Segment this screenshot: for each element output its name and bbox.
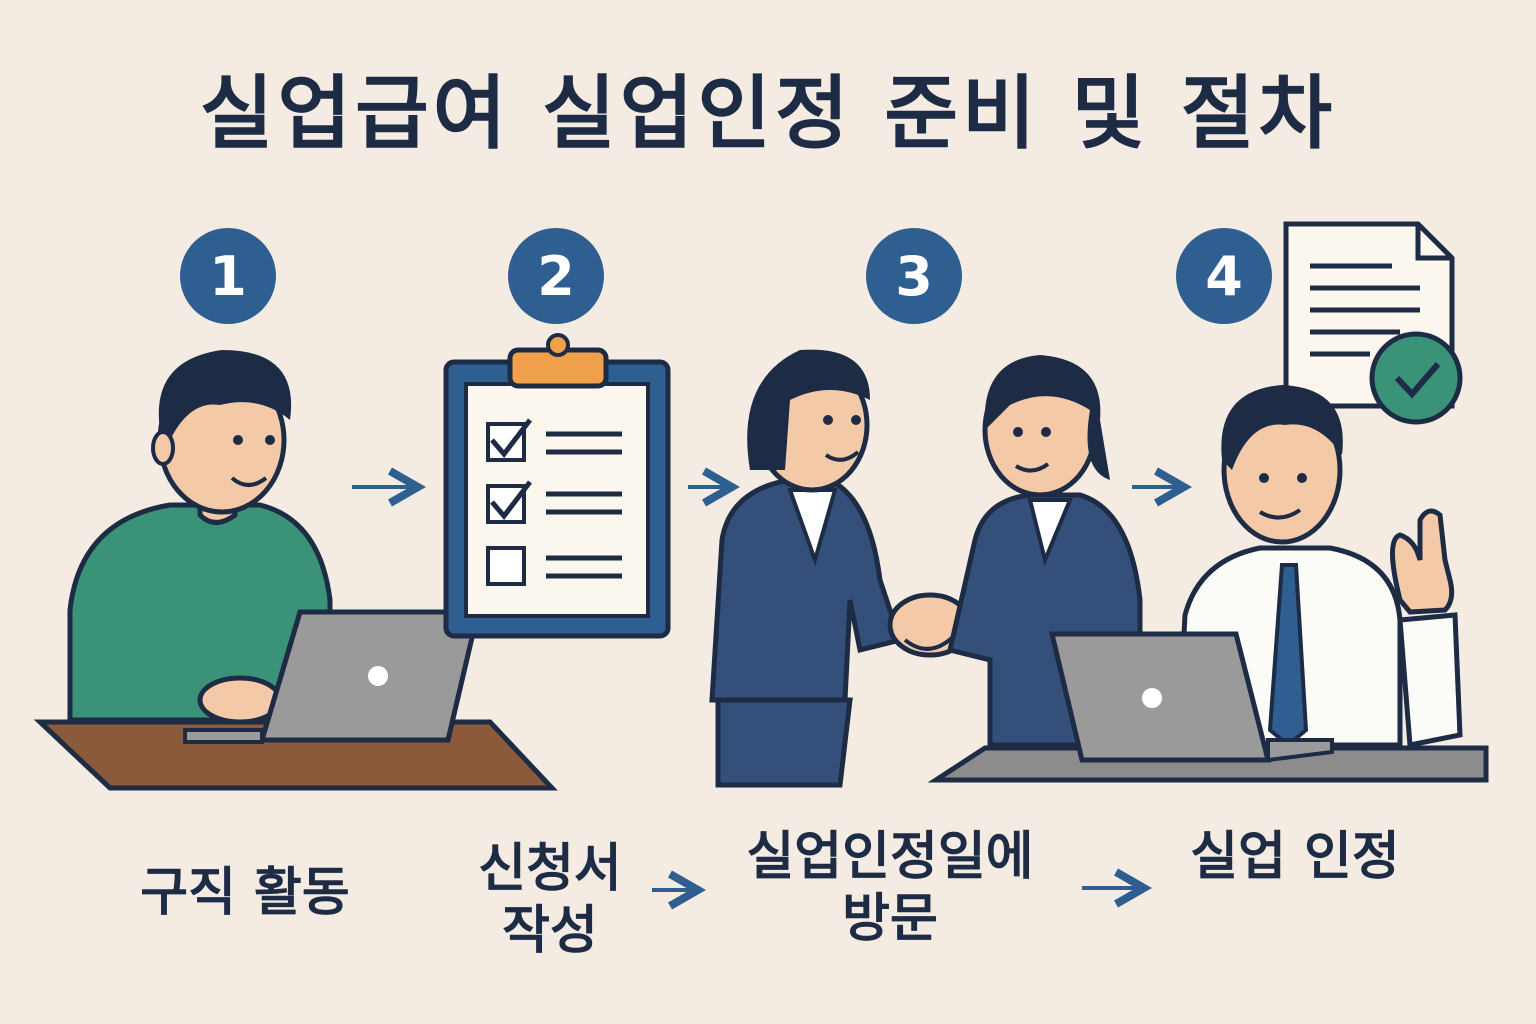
step-3-badge: 3: [866, 228, 962, 324]
step-4-badge: 4: [1176, 228, 1272, 324]
step-2-badge: 2: [508, 228, 604, 324]
document-approved-icon: [1283, 221, 1463, 425]
visitor-woman-figure: [709, 349, 904, 788]
step-2-label: 신청서 작성: [440, 838, 660, 963]
clipboard-checklist-icon: [443, 333, 671, 639]
step-1-badge: 1: [180, 228, 276, 324]
step-3-label-line1: 실업인정일에: [746, 827, 1034, 887]
step-1-label-line1: 구직 활동: [140, 863, 350, 923]
step-3-label: 실업인정일에 방문: [710, 826, 1070, 951]
step-2-label-line1: 신청서: [478, 839, 622, 899]
step-1-label: 구직 활동: [110, 862, 380, 924]
page-title: 실업급여 실업인정 준비 및 절차: [199, 67, 1337, 160]
step-2-label-line2: 작성: [502, 901, 598, 962]
laptop-icon: [183, 609, 482, 744]
step-4-label-line1: 실업 인정: [1190, 827, 1400, 887]
step-3-label-line2: 방문: [842, 889, 938, 950]
laptop-icon-2: [1048, 631, 1334, 763]
step-4-label: 실업 인정: [1150, 826, 1440, 888]
